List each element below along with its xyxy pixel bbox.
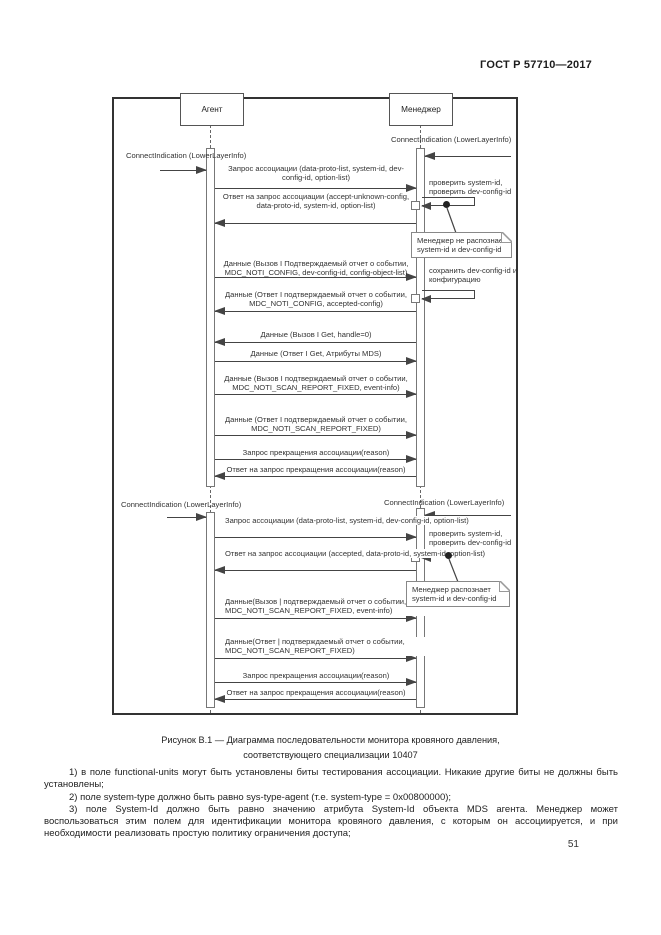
arrow-right-icon xyxy=(215,183,417,192)
dogear-icon xyxy=(499,581,510,592)
note: Менеджер не распознает system-id и dev-c… xyxy=(411,232,512,259)
paragraph: 2) поле system-type должно быть равно sy… xyxy=(69,791,452,803)
figure-caption: Рисунок В.1 — Диаграмма последовательнос… xyxy=(0,733,661,763)
connect-indication-label: ConnectIndication (LowerLayerInfo) xyxy=(391,135,512,144)
connect-indication-label: ConnectIndication (LowerLayerInfo) xyxy=(126,151,247,160)
paragraph: 1) в поле functional-units могут быть ус… xyxy=(44,767,618,791)
message-label: Данные (Ответ I подтверждаемый отчет о с… xyxy=(224,415,407,434)
self-action-label: проверить system-id, проверить dev-confi… xyxy=(429,178,512,197)
message-label: Ответ на запрос ассоциации (accept-unkno… xyxy=(222,192,410,211)
arrow-right-icon xyxy=(215,532,417,541)
manager-activation-bar xyxy=(416,148,425,487)
message-label: Ответ на запрос прекращения ассоциации(r… xyxy=(226,465,406,474)
arrow-left-icon xyxy=(214,471,416,480)
message-label: Запрос ассоциации (data-proto-list, syst… xyxy=(225,516,515,526)
arrow-left-icon xyxy=(214,694,416,703)
message-label: Данные (Вызов I Get, handle=0) xyxy=(260,330,372,339)
message-label: Запрос прекращения ассоциации(reason) xyxy=(242,671,390,680)
link-dot-icon xyxy=(443,201,450,208)
arrow-right-icon xyxy=(160,165,207,174)
sequence-diagram: Агент Менеджер ConnectIndication (LowerL… xyxy=(112,93,518,716)
note: Менеджер распознает system-id и dev-conf… xyxy=(406,581,510,608)
actor-agent: Агент xyxy=(180,93,244,126)
document-code: ГОСТ Р 57710—2017 xyxy=(480,59,592,71)
figure-caption-line1: Рисунок В.1 — Диаграмма последовательнос… xyxy=(161,735,500,745)
arrow-left-icon xyxy=(424,510,511,519)
message-label: Данные(Ответ | подтверждаемый отчет о со… xyxy=(225,637,515,656)
note-pointer-line xyxy=(448,558,459,583)
arrow-right-icon xyxy=(215,677,417,686)
message-label: Данные (Вызов I подтверждаемый отчет о с… xyxy=(224,374,408,393)
arrow-right-icon xyxy=(215,613,417,622)
arrow-left-icon xyxy=(424,151,511,160)
self-message-arrow-icon xyxy=(421,290,475,303)
connect-indication-label: ConnectIndication (LowerLayerInfo) xyxy=(384,498,505,507)
arrow-right-icon xyxy=(215,430,417,439)
paragraph: 3) поле System-Id должно быть равно знач… xyxy=(44,803,618,840)
link-dot-icon xyxy=(445,552,452,559)
note-text: Менеджер распознает system-id и dev-conf… xyxy=(412,585,497,604)
self-action-label: проверить system-id, проверить dev-confi… xyxy=(429,529,512,548)
arrow-right-icon xyxy=(215,653,417,662)
message-label: Запрос прекращения ассоциации(reason) xyxy=(242,448,390,457)
message-label: Ответ на запрос прекращения ассоциации(r… xyxy=(226,688,406,697)
message-label: Данные (Ответ I Get, Атрибуты MDS) xyxy=(250,349,382,358)
message-label: Данные (Вызов I Подтверждаемый отчет о с… xyxy=(223,259,409,278)
actor-manager: Менеджер xyxy=(389,93,453,126)
arrow-left-icon xyxy=(214,565,416,574)
nested-activation xyxy=(411,294,420,303)
note-text: Менеджер не распознает system-id и dev-c… xyxy=(417,236,507,255)
arrow-right-icon xyxy=(167,512,207,521)
message-label: Запрос ассоциации (data-proto-list, syst… xyxy=(228,164,404,183)
arrow-right-icon xyxy=(215,356,417,365)
nested-activation xyxy=(411,201,420,210)
agent-activation-bar xyxy=(206,512,215,708)
arrow-left-icon xyxy=(214,337,416,346)
page-number: 51 xyxy=(567,839,579,850)
self-action-label: сохранить dev-config-id и конфигурацию xyxy=(429,266,518,285)
figure-caption-line2: соответствующего специализации 10407 xyxy=(243,750,418,760)
arrow-right-icon xyxy=(215,454,417,463)
arrow-left-icon xyxy=(214,218,416,227)
body-text: 1) в поле functional-units могут быть ус… xyxy=(44,767,618,841)
arrow-right-icon xyxy=(215,272,417,281)
connect-indication-label: ConnectIndication (LowerLayerInfo) xyxy=(121,500,242,509)
arrow-right-icon xyxy=(215,389,417,398)
agent-activation-bar xyxy=(206,148,215,487)
note-pointer-line xyxy=(446,207,457,234)
dogear-icon xyxy=(501,232,512,243)
message-label: Ответ на запрос ассоциации (accepted, da… xyxy=(225,549,515,559)
arrow-left-icon xyxy=(214,306,416,315)
message-label: Данные (Ответ I подтверждаемый отчет о с… xyxy=(224,290,407,309)
